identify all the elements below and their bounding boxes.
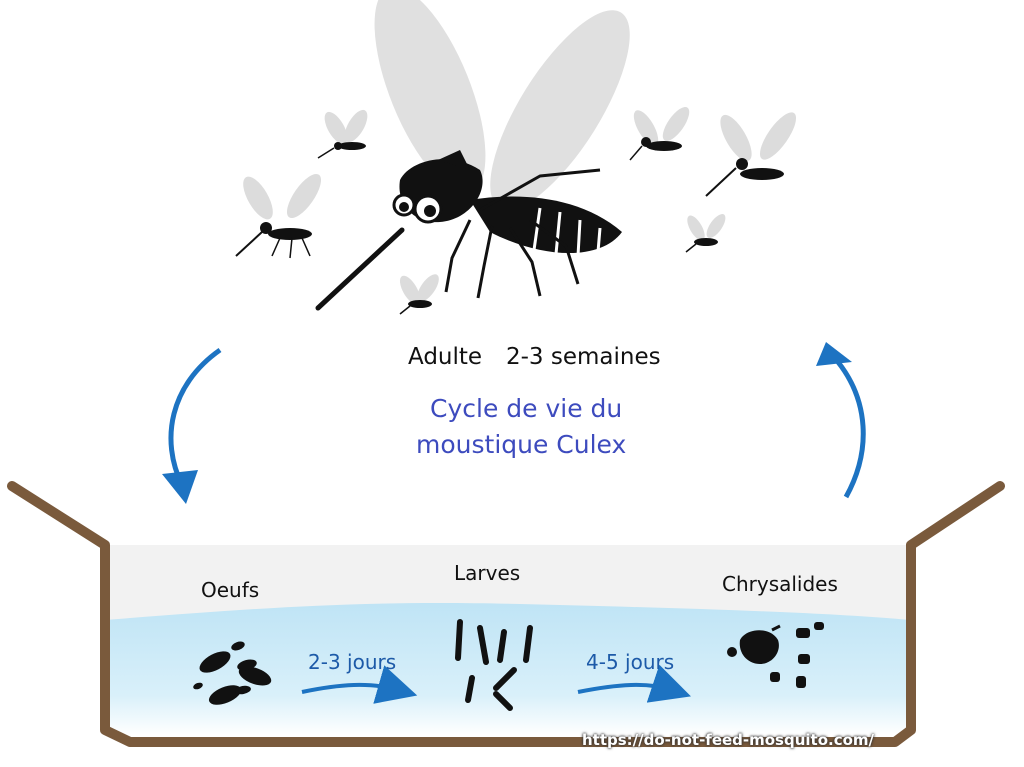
mosquito-icon	[317, 109, 368, 159]
stage-label-larvae: Larves	[454, 561, 521, 585]
stage-label-pupae: Chrysalides	[722, 572, 838, 596]
cycle-arrow-icon	[816, 342, 866, 499]
stage-label-eggs: Oeufs	[201, 578, 260, 602]
pupa-icon	[727, 622, 824, 688]
stage-duration-adult: 2-3 semaines	[506, 344, 661, 370]
transition-label-eggs-larvae: 2-3 jours	[308, 650, 397, 674]
transition-arrow	[577, 664, 691, 703]
transition-arrow	[301, 665, 418, 704]
mosquito-icon	[235, 173, 322, 259]
larva-icon	[455, 619, 533, 711]
transition-label-larvae-pupae: 4-5 jours	[586, 650, 675, 674]
diagram-title-line-2: moustique Culex	[416, 430, 627, 459]
cycle-arrow-icon	[162, 347, 222, 504]
mosquito-icon	[629, 106, 690, 161]
tank-outline	[7, 481, 1005, 747]
water	[105, 602, 911, 735]
source-url: https://do-not-feed-mosquito.com/	[582, 731, 875, 749]
stage-label-adult: Adulte	[408, 344, 483, 370]
mosquito-icon	[315, 0, 630, 311]
egg-icon	[193, 641, 272, 705]
mosquito-icon	[399, 274, 439, 315]
mosquito-icon	[685, 214, 726, 253]
mosquito-icon	[705, 112, 797, 197]
diagram-title-line-1: Cycle de vie du	[430, 394, 623, 423]
